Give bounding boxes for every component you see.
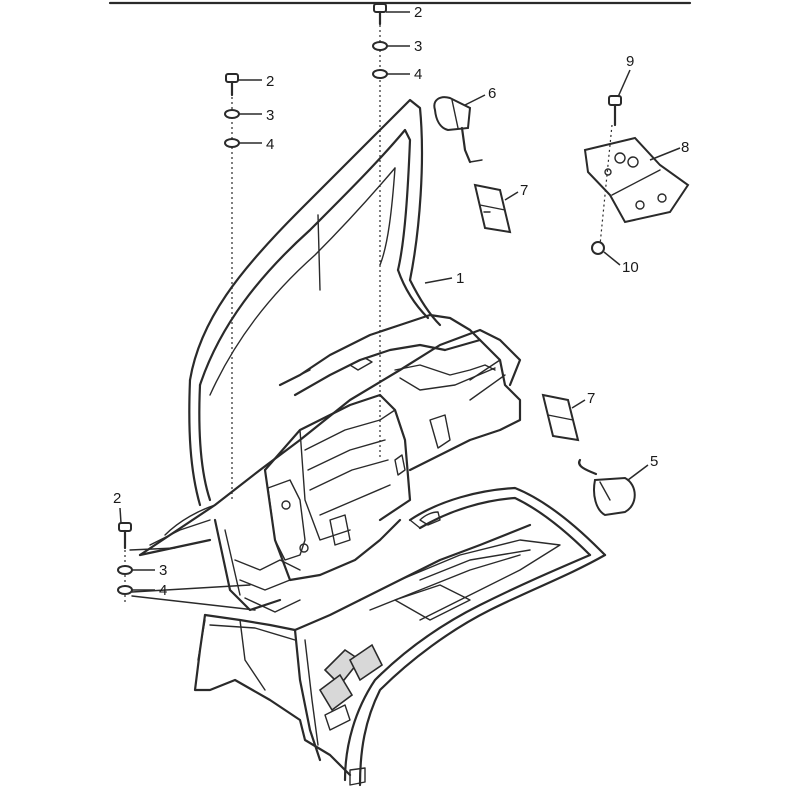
- callout-2-lower: 2: [113, 490, 121, 507]
- callout-9: 9: [626, 53, 634, 70]
- callout-3-left: 3: [266, 107, 274, 124]
- hardware-stack-top-center: [372, 3, 388, 460]
- callout-2-top: 2: [414, 4, 422, 21]
- callout-6: 6: [488, 85, 496, 102]
- nut-10: [591, 241, 605, 255]
- callout-1: 1: [456, 270, 464, 287]
- callout-4-top: 4: [414, 66, 422, 83]
- callout-8: 8: [681, 139, 689, 156]
- hardware-stack-lower-left: [117, 522, 256, 611]
- front-body-panel: [138, 98, 607, 787]
- callout-labels: 1 2 3 4 2 3 4 2 3 4 5 6 7 7 8 9 10: [113, 4, 689, 599]
- callout-4-left: 4: [266, 136, 274, 153]
- leader-lines: [119, 11, 681, 591]
- callout-2-left: 2: [266, 73, 274, 90]
- callout-10: 10: [622, 259, 639, 276]
- turn-signal-upper: [433, 96, 483, 164]
- turn-signal-lower: [578, 458, 636, 517]
- callout-7-upper: 7: [520, 182, 528, 199]
- callout-7-lower: 7: [587, 390, 595, 407]
- bracket-upper: [473, 183, 512, 234]
- bolt-9: [599, 95, 622, 246]
- bracket-lower: [541, 393, 580, 442]
- callout-3-lower: 3: [159, 562, 167, 579]
- hardware-stack-left-upper: [224, 73, 240, 500]
- callout-4-lower: 4: [159, 582, 167, 599]
- callout-3-top: 3: [414, 38, 422, 55]
- mounting-plate: [583, 136, 690, 224]
- callout-5: 5: [650, 453, 658, 470]
